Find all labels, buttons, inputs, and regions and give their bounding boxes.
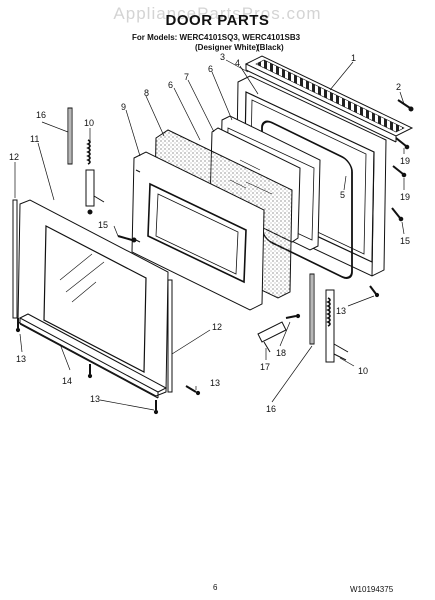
variant-designer-white: (Designer White) <box>195 43 259 52</box>
part-screw-19-lower <box>392 165 407 178</box>
callout-3: 3 <box>220 52 226 62</box>
callout-4: 4 <box>235 58 241 68</box>
callout-10-right: 10 <box>358 366 369 376</box>
page-number: 6 <box>213 583 218 592</box>
callout-11: 11 <box>30 134 40 144</box>
watermark: AppliancePartsPros.com <box>113 4 322 23</box>
callout-5: 5 <box>340 190 346 200</box>
callout-16-left: 16 <box>36 110 47 120</box>
callout-18: 18 <box>276 348 287 358</box>
part-screw-15-left <box>117 235 137 243</box>
part-side-trim-left <box>12 199 18 319</box>
callout-12-right: 12 <box>212 322 223 332</box>
callout-15-right: 15 <box>400 236 411 246</box>
document-code: W10194375 <box>350 585 394 594</box>
callout-12-left: 12 <box>9 152 20 162</box>
part-screw-top-right <box>397 99 414 112</box>
callout-6-lower: 6 <box>168 80 174 90</box>
part-screw-18 <box>285 313 301 319</box>
part-side-trim-right <box>167 279 173 393</box>
part-hinge-left <box>85 139 105 215</box>
callout-13-left: 13 <box>16 354 27 364</box>
leader-lines <box>14 59 405 411</box>
part-bottom-trim <box>18 313 168 399</box>
callout-16-right: 16 <box>266 404 277 414</box>
callout-13-bottom: 13 <box>90 394 101 404</box>
part-hinge-receiver-right <box>309 273 315 345</box>
part-screw-15-right <box>391 207 404 222</box>
variant-black: (Black) <box>257 43 284 52</box>
part-inner-door-frame <box>131 151 265 311</box>
part-screw-13-bottom <box>87 364 93 379</box>
part-screw-19-upper <box>395 137 410 150</box>
callout-19-upper: 19 <box>400 156 411 166</box>
part-hinge-receiver-left <box>67 107 73 165</box>
callout-8: 8 <box>144 88 150 98</box>
callout-7: 7 <box>184 72 190 82</box>
callout-14: 14 <box>62 376 73 386</box>
part-screw-13-bottom-center <box>153 400 159 415</box>
part-screw-13-left <box>15 318 21 333</box>
callout-6-upper: 6 <box>208 64 214 74</box>
callout-9: 9 <box>121 102 127 112</box>
callout-10-left: 10 <box>84 118 95 128</box>
part-screw-13-bottom-right <box>185 385 201 396</box>
callout-13-bottom-right: 13 <box>210 378 221 388</box>
part-screw-13-right <box>369 285 380 298</box>
part-hinge-right <box>325 289 349 363</box>
callout-15-left: 15 <box>98 220 109 230</box>
part-top-vent-trim <box>244 55 414 143</box>
page-title: DOOR PARTS <box>165 12 270 29</box>
model-numbers: For Models: WERC4101SQ3, WERC4101SB3 <box>132 33 301 42</box>
callout-13-right: 13 <box>336 306 347 316</box>
callout-2: 2 <box>396 82 402 92</box>
callout-17: 17 <box>260 362 271 372</box>
part-door-stop-bracket <box>257 321 287 353</box>
callout-1: 1 <box>351 53 357 63</box>
callout-19-lower: 19 <box>400 192 411 202</box>
